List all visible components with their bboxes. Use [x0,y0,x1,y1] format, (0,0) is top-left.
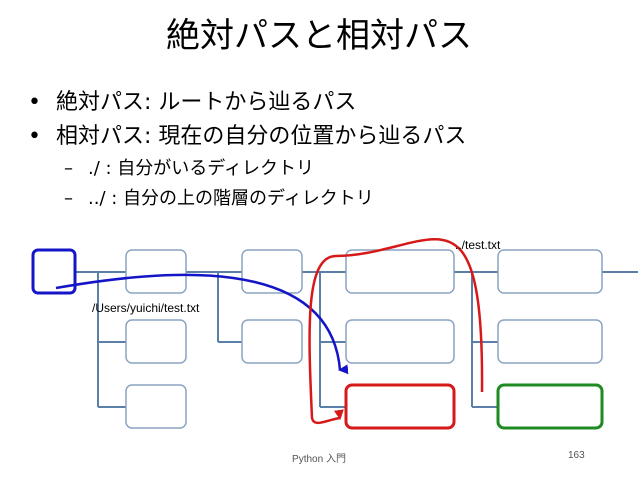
relative-path-label: ../test.txt [455,238,501,252]
dir-node [345,319,455,364]
dir-node [345,249,455,294]
page-number: 163 [568,450,585,461]
dir-node [125,249,187,294]
sub-bullet-text: ../ : 自分の上の階層のディレクトリ [88,188,374,209]
footer-title: Python 入門 [292,454,346,465]
tree-nodes [125,249,603,429]
current-dir-node [31,248,77,295]
dir-node [241,319,303,364]
parent-file-node [496,383,604,430]
sub-bullet-current-dir: –./ : 自分がいるディレクトリ [28,154,466,184]
dir-node [125,384,187,429]
dir-node [497,319,603,364]
sub-bullet-marker: – [64,188,73,209]
bullet-marker: • [28,90,41,115]
target-file-node [344,383,456,430]
bullet-text: 絶対パス: ルートから辿るパス [56,90,357,115]
bullet-list: • 絶対パス: ルートから辿るパス • 相対パス: 現在の自分の位置から辿るパス –… [28,86,466,214]
sub-bullet-parent-dir: –../ : 自分の上の階層のディレクトリ [28,184,466,214]
relative-path-arrow [308,237,484,425]
bullet-text: 相対パス: 現在の自分の位置から辿るパス [56,124,467,149]
dir-node [497,249,603,294]
bullet-absolute-path: • 絶対パス: ルートから辿るパス [28,86,466,120]
sub-bullet-marker: – [64,158,73,179]
absolute-path-label: /Users/yuichi/test.txt [92,301,200,315]
sub-bullet-text: ./ : 自分がいるディレクトリ [88,158,315,179]
absolute-path-arrow [55,273,349,375]
slide-title: 絶対パスと相対パス [166,16,472,56]
bullet-marker: • [28,124,41,149]
bullet-relative-path: • 相対パス: 現在の自分の位置から辿るパス [28,120,466,154]
dir-node [125,319,187,364]
